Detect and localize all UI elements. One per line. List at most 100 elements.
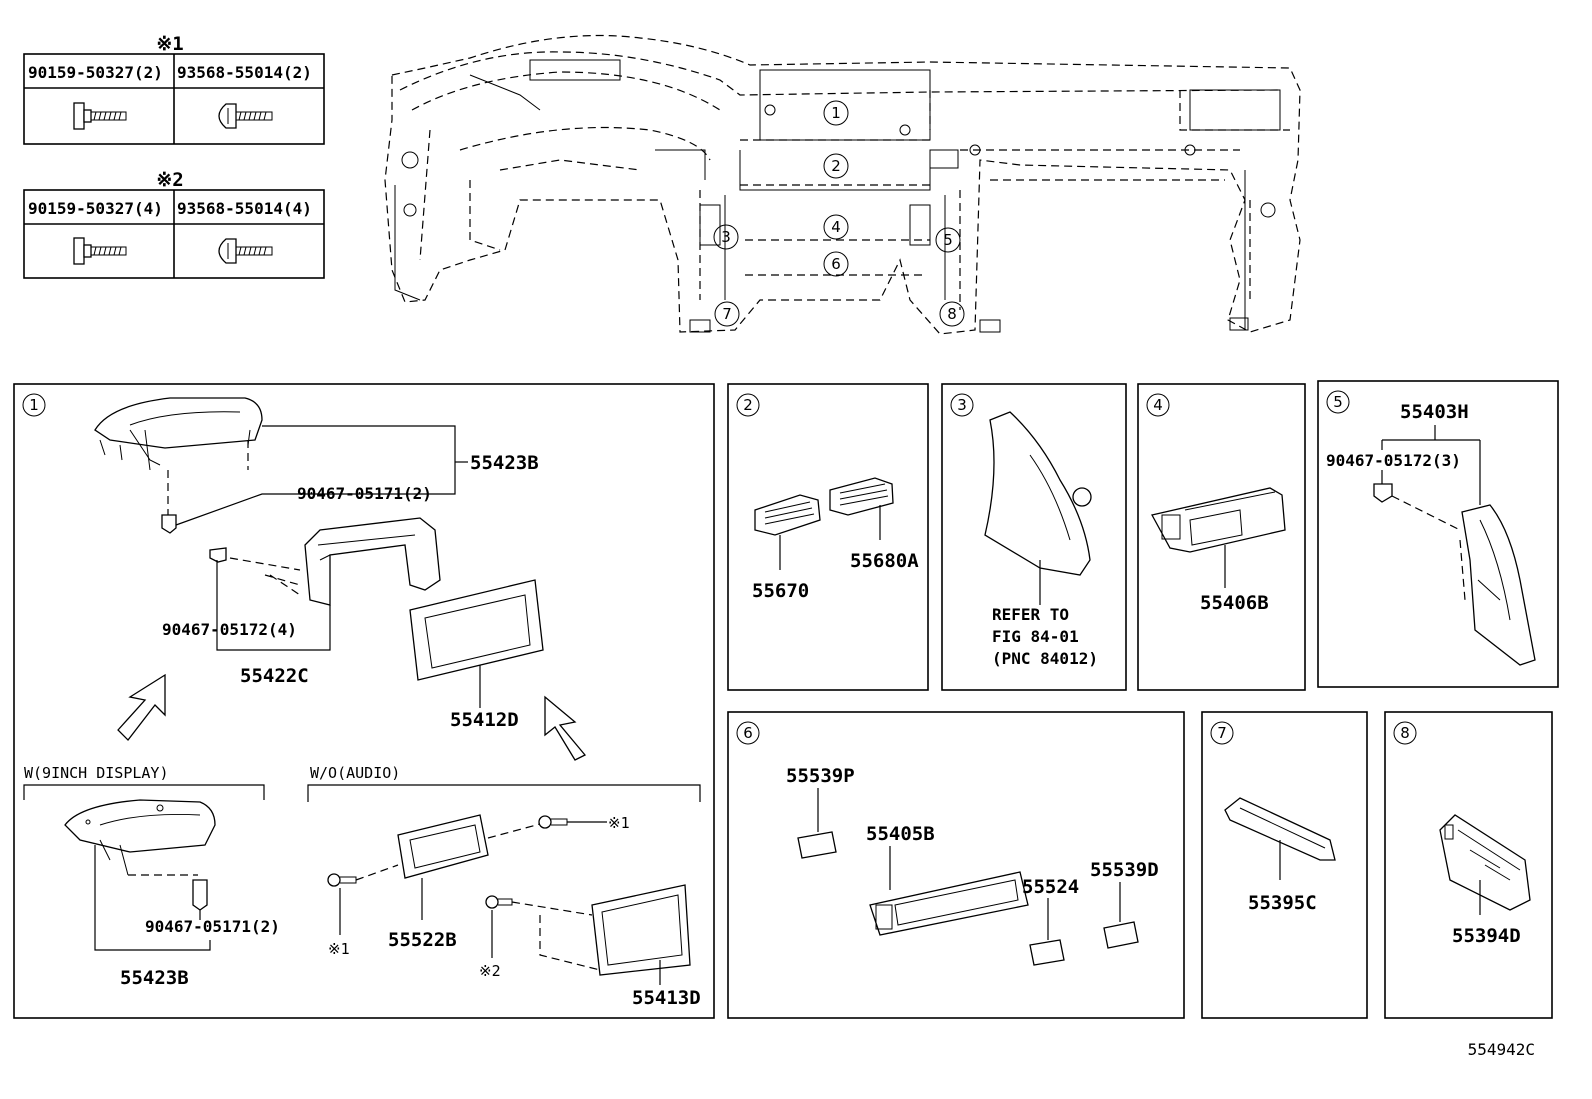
- table-2-col-2-part: 93568-55014(4): [177, 199, 312, 218]
- panel-4: 4 55406B: [1137, 383, 1306, 691]
- clip-lower: [192, 879, 208, 911]
- label-55394D: 55394D: [1452, 925, 1521, 947]
- label-55539P: 55539P: [786, 765, 855, 787]
- label-clip-lower: 90467-05171(2): [145, 917, 280, 936]
- table-2-mark: ※2: [156, 169, 183, 191]
- label-55405B: 55405B: [866, 823, 935, 845]
- label-55412D: 55412D: [450, 709, 519, 731]
- screw-left: [327, 873, 357, 887]
- cluster-finish-panel-upper: [94, 397, 263, 471]
- display-panel: [409, 579, 544, 681]
- svg-text:6: 6: [831, 255, 841, 273]
- panel-4-number: 4: [1153, 396, 1163, 414]
- panel-8: 8 55394D: [1384, 711, 1553, 1019]
- label-55524: 55524: [1022, 876, 1079, 898]
- svg-text:4: 4: [831, 218, 841, 236]
- refer-line-1: REFER TO: [992, 605, 1069, 624]
- switch-55539P: [797, 831, 837, 859]
- label-clip-middle: 90467-05172(4): [162, 620, 297, 639]
- svg-text:5: 5: [943, 231, 953, 249]
- panel-2: 2 55670 55680A: [727, 383, 929, 691]
- refer-line-3: (PNC 84012): [992, 649, 1098, 668]
- cover-panel-55522B: [397, 814, 489, 879]
- cluster-bezel: [304, 517, 441, 606]
- lower-cover-55395C: [1224, 797, 1336, 861]
- direction-arrow-right: [544, 695, 587, 761]
- panel-3: 3 REFER TO FIG 84-01 (PNC 84012): [941, 383, 1127, 691]
- label-clip-upper: 90467-05171(2): [297, 484, 432, 503]
- panel-8-number: 8: [1400, 724, 1410, 742]
- mark-2: ※2: [479, 962, 501, 980]
- screw-right-top: [538, 815, 568, 829]
- control-panel-55405B: [869, 871, 1029, 936]
- overview-callout-5: 5: [935, 227, 961, 253]
- clip-middle: [209, 547, 227, 563]
- table-2-col-1-part: 90159-50327(4): [28, 199, 163, 218]
- label-55423B-top: 55423B: [470, 452, 539, 474]
- table-1-col-2-part: 93568-55014(2): [177, 63, 312, 82]
- flange-bolt-icon: [73, 102, 127, 130]
- label-clip-5: 90467-05172(3): [1326, 451, 1461, 470]
- panel-6-number: 6: [743, 724, 753, 742]
- panel-2-number: 2: [743, 396, 753, 414]
- panel-1: 1 55423B 90467-05171(2) 90467-05172(4) 5…: [13, 383, 715, 1019]
- flange-bolt-icon: [73, 237, 127, 265]
- refer-line-2: FIG 84-01: [992, 627, 1079, 646]
- label-55680A: 55680A: [850, 550, 919, 572]
- panel-6: 6 55539P 55405B 55524 55539D: [727, 711, 1185, 1019]
- svg-text:8: 8: [947, 305, 957, 323]
- overview-callout-6: 6: [823, 251, 849, 277]
- dashboard-overview: 1 2 3 4 5 6 7 8: [384, 34, 1301, 335]
- panel-5-number: 5: [1333, 393, 1343, 411]
- air-vent-right: [829, 477, 894, 516]
- label-55539D: 55539D: [1090, 859, 1159, 881]
- bracket-55413D: [591, 884, 691, 976]
- mark-1b: ※1: [608, 814, 630, 832]
- label-55522B: 55522B: [388, 929, 457, 951]
- fastener-table-1: ※1 90159-50327(2) 93568-55014(2): [23, 33, 325, 145]
- svg-text:2: 2: [831, 157, 841, 175]
- overview-callout-4: 4: [823, 214, 849, 240]
- table-1-col-1-part: 90159-50327(2): [28, 63, 163, 82]
- overview-callout-3: 3: [713, 224, 739, 250]
- label-55406B: 55406B: [1200, 592, 1269, 614]
- svg-text:3: 3: [721, 228, 731, 246]
- switch-55539D: [1103, 921, 1139, 949]
- fastener-table-2: ※2 90159-50327(4) 93568-55014(4): [23, 169, 325, 279]
- overview-callout-2: 2: [823, 153, 849, 179]
- lower-cover-55394D: [1439, 814, 1531, 911]
- section-label-9inch: W(9INCH DISPLAY): [24, 764, 169, 782]
- round-head-screw-icon: [218, 238, 273, 264]
- overview-callout-1: 1: [823, 100, 849, 126]
- clip-5: [1373, 483, 1393, 503]
- panel-7-number: 7: [1217, 724, 1227, 742]
- svg-text:1: 1: [831, 104, 841, 122]
- mark-1a: ※1: [328, 940, 350, 958]
- screw-middle: [485, 895, 513, 909]
- panel-3-number: 3: [957, 396, 967, 414]
- svg-text:7: 7: [722, 305, 732, 323]
- air-vent-left: [754, 494, 821, 536]
- diagram-id: 554942C: [1468, 1040, 1535, 1059]
- direction-arrow-left: [117, 673, 166, 741]
- label-55413D: 55413D: [632, 987, 701, 1009]
- label-55423B-bottom: 55423B: [120, 967, 189, 989]
- overview-callout-7: 7: [714, 301, 740, 327]
- panel-7: 7 55395C: [1201, 711, 1368, 1019]
- round-head-screw-icon: [218, 103, 273, 129]
- side-panel-55403H: [1461, 504, 1536, 666]
- label-55422C: 55422C: [240, 665, 309, 687]
- clip-upper: [161, 514, 177, 534]
- label-55670: 55670: [752, 580, 809, 602]
- section-label-wo-audio: W/O(AUDIO): [310, 764, 400, 782]
- cluster-finish-panel-lower: [64, 799, 216, 876]
- label-55395C: 55395C: [1248, 892, 1317, 914]
- table-1-mark: ※1: [156, 33, 183, 55]
- switch-panel-3: [984, 411, 1092, 576]
- overview-callout-8: 8: [939, 301, 965, 327]
- label-55403H: 55403H: [1400, 401, 1469, 423]
- switch-55524: [1029, 939, 1065, 966]
- center-cluster-panel: [1151, 487, 1286, 553]
- panel-1-number: 1: [29, 396, 39, 414]
